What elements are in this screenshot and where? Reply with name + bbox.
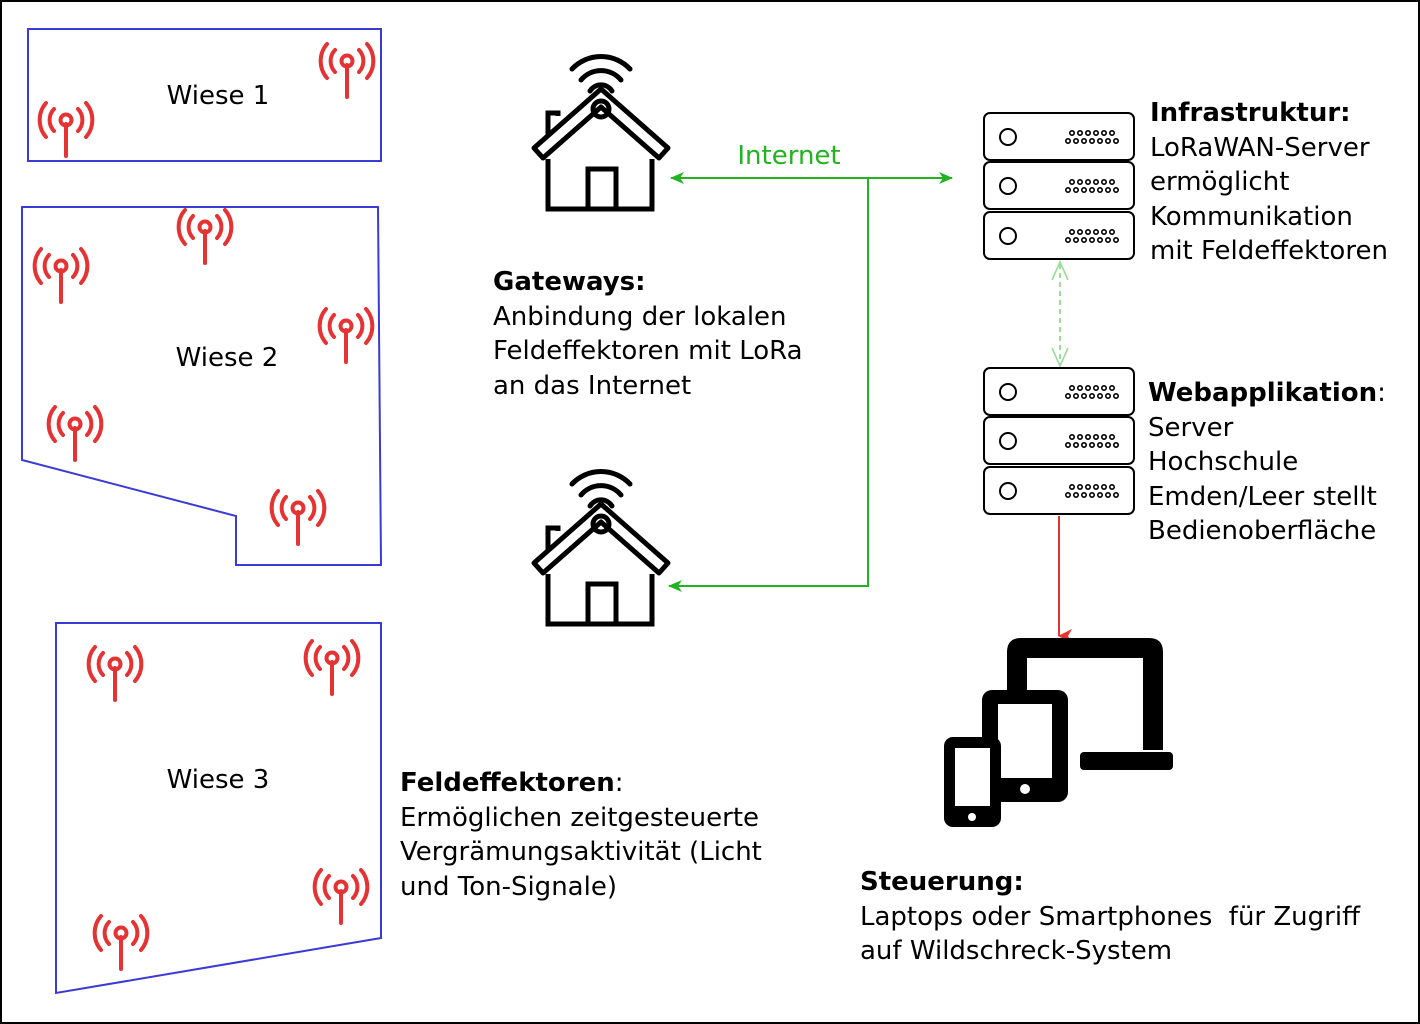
control-line: Laptops oder Smartphones für Zugriff [860, 901, 1360, 932]
field-outline [55, 622, 382, 995]
webapp-description: Webapplikation: Server Hochschule Emden/… [1148, 376, 1386, 549]
gateways-description: Gateways: Anbindung der lokalen Feldeffe… [493, 265, 803, 403]
webapp-line: Hochschule [1148, 447, 1299, 478]
radio-antenna-icon [312, 868, 370, 925]
radio-antenna-icon [318, 42, 376, 99]
field-outline [21, 206, 383, 566]
infrastructure-line: Kommunikation [1150, 201, 1353, 232]
effectors-line: Vergrämungsaktivität (Licht [400, 837, 762, 868]
effectors-heading: Feldeffektoren [400, 768, 615, 798]
server-rack-icon [983, 112, 1135, 260]
field-label: Wiese 3 [167, 765, 270, 795]
infrastructure-line: LoRaWAN-Server [1150, 132, 1370, 163]
radio-antenna-icon [269, 489, 327, 546]
internet-label: Internet [737, 141, 840, 171]
radio-antenna-icon [176, 208, 234, 265]
field-wiese-1: Wiese 1 [27, 28, 382, 162]
infrastructure-line: ermöglicht [1150, 167, 1290, 198]
field-wiese-2: Wiese 2 [21, 206, 383, 566]
laptop-tablet-phone-icon [944, 638, 1173, 827]
webapp-heading: Webapplikation [1148, 378, 1378, 408]
radio-antenna-icon [32, 247, 90, 304]
radio-antenna-icon [317, 307, 375, 364]
link-to-gateway-2 [668, 178, 869, 592]
effectors-description: Feldeffektoren: Ermöglichen zeitgesteuer… [400, 766, 762, 904]
webapp-line: Bedienoberfläche [1148, 516, 1377, 547]
effectors-line: und Ton-Signale) [400, 871, 617, 902]
gateways-line: an das Internet [493, 370, 692, 401]
webapp-heading-suffix: : [1377, 378, 1386, 408]
radio-antenna-icon [303, 639, 361, 696]
infrastructure-line: mit Feldeffektoren [1150, 236, 1388, 267]
radio-antenna-icon [86, 645, 144, 702]
effectors-line: Ermöglichen zeitgesteuerte [400, 802, 760, 833]
control-description: Steuerung: Laptops oder Smartphones für … [860, 865, 1360, 969]
control-heading: Steuerung: [860, 867, 1024, 897]
radio-antenna-icon [92, 914, 150, 971]
radio-antenna-icon [37, 101, 95, 158]
server-link [1051, 260, 1069, 368]
control-line: auf Wildschreck-System [860, 936, 1173, 967]
house-with-antenna-icon [534, 57, 668, 209]
field-label: Wiese 1 [167, 81, 270, 111]
internet-links: Internet [668, 141, 953, 592]
gateways-line: Anbindung der lokalen [493, 301, 787, 332]
gateways-line: Feldeffektoren mit LoRa [493, 336, 803, 367]
webapp-line: Emden/Leer stellt [1148, 481, 1377, 512]
infrastructure-heading: Infrastruktur: [1150, 98, 1351, 128]
effectors-heading-suffix: : [614, 768, 624, 798]
field-label: Wiese 2 [176, 343, 279, 373]
field-outline [27, 28, 382, 162]
infrastructure-description: Infrastruktur: LoRaWAN-Server ermöglicht… [1150, 96, 1388, 269]
server-rack-icon [983, 367, 1135, 515]
gateways-heading: Gateways: [493, 267, 646, 297]
house-with-antenna-icon [534, 472, 668, 624]
webapp-line: Server [1148, 412, 1234, 443]
field-wiese-3: Wiese 3 [55, 622, 382, 995]
radio-antenna-icon [46, 405, 104, 462]
